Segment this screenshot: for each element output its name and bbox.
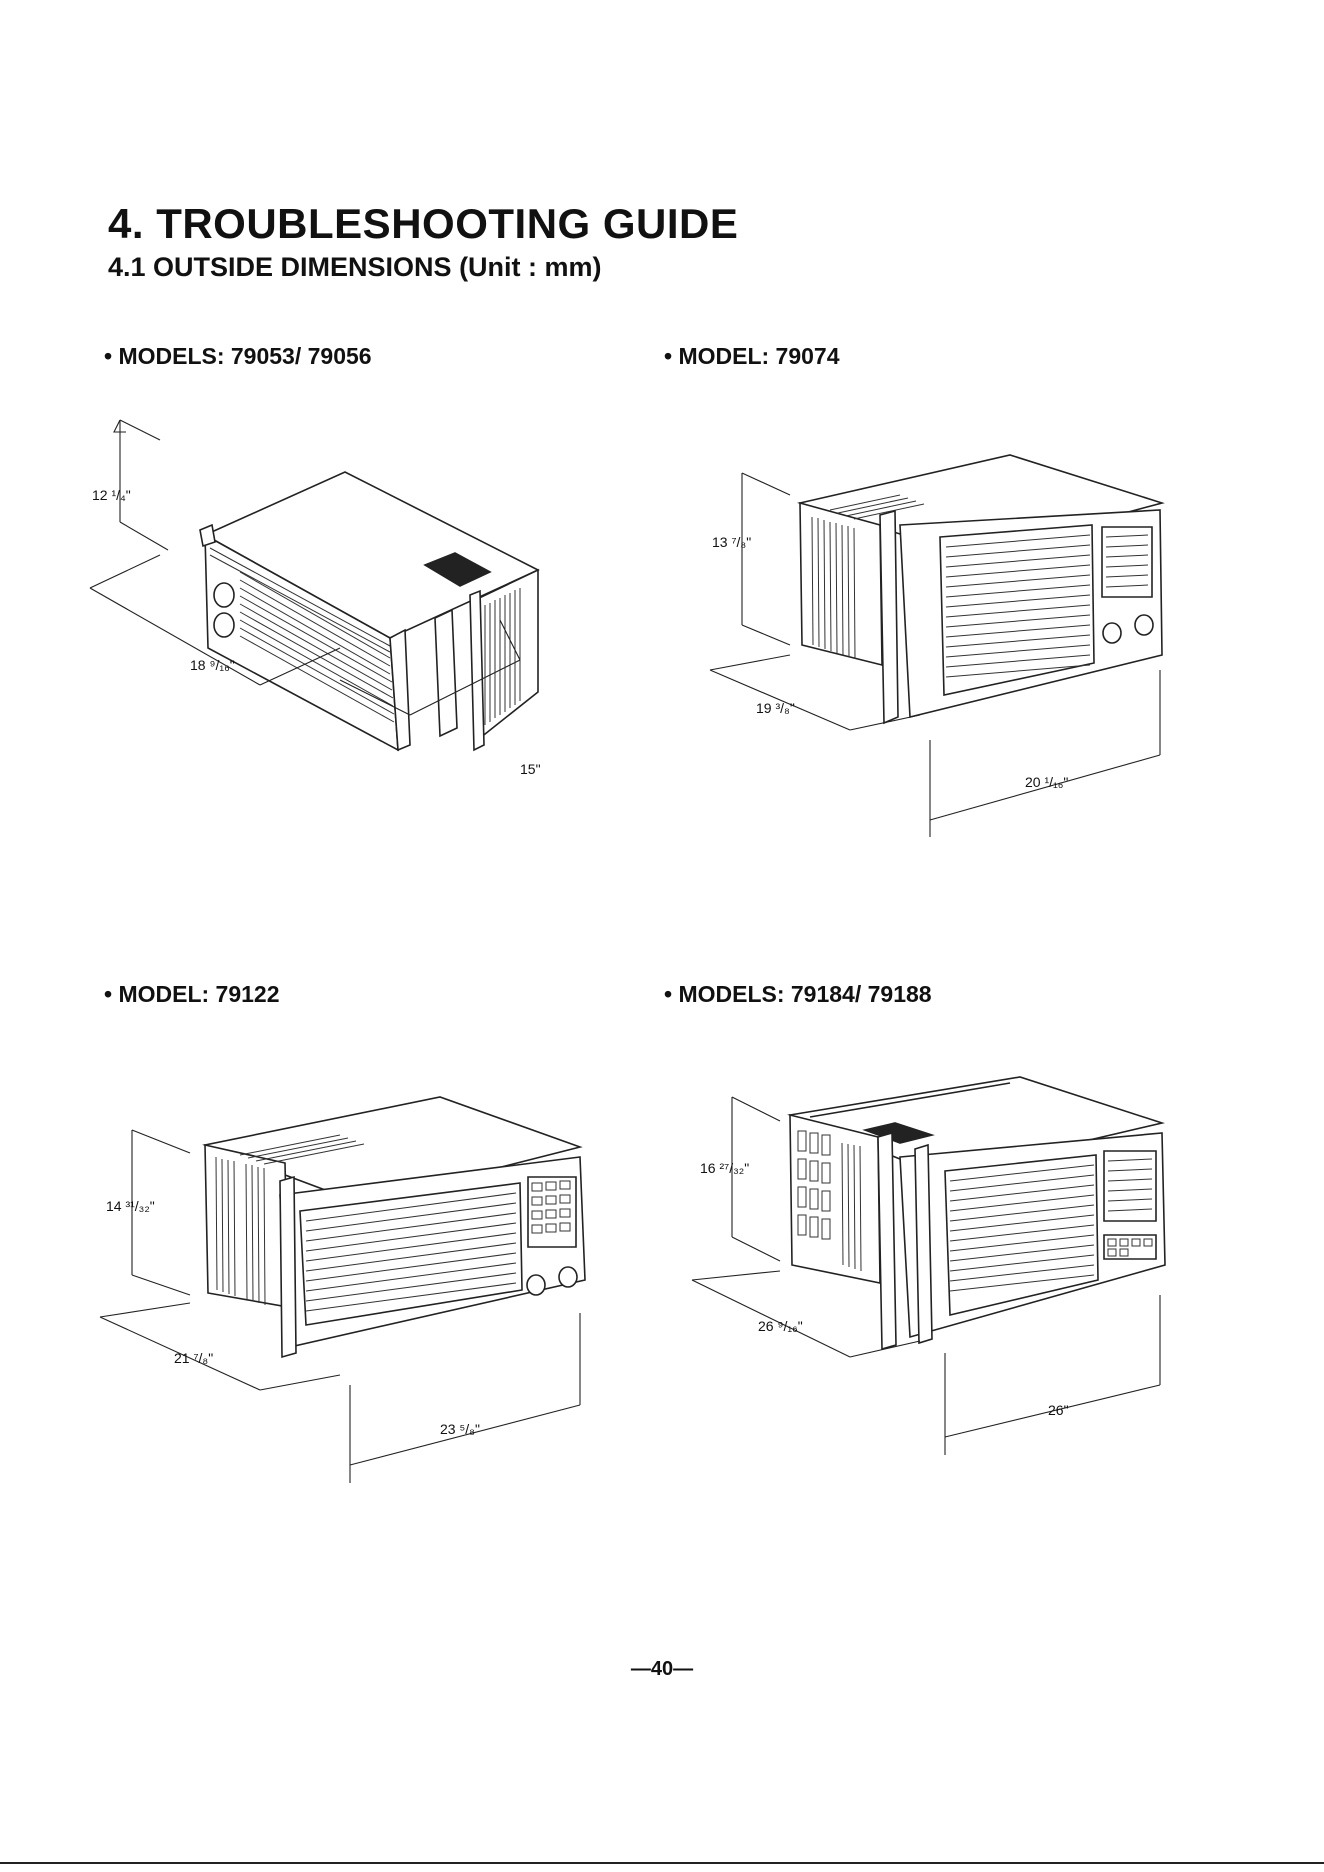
bottom-rule	[0, 1862, 1324, 1864]
width-dimension: 20 ¹/₁₆"	[1025, 774, 1068, 790]
depth-dimension: 21 ⁷/₈"	[174, 1350, 213, 1366]
height-dimension: 14 ³¹/₃₂"	[106, 1198, 155, 1214]
height-dimension: 12 ¹/₄"	[92, 487, 131, 503]
ac-unit-diagram-79053-79056: 12 ¹/₄" 18 ⁹/₁₆" 15"	[100, 460, 640, 830]
depth-dimension: 19 ³/₈"	[756, 700, 795, 716]
ac-unit-diagram-79184-79188: 16 ²⁷/₃₂" 26 ⁹/₁₆" 26"	[700, 1075, 1170, 1475]
depth-dimension: 18 ⁹/₁₆"	[190, 657, 235, 673]
page-number: —40—	[0, 1658, 1324, 1681]
width-dimension: 15"	[520, 761, 541, 777]
depth-dimension: 26 ⁹/₁₆"	[758, 1318, 803, 1334]
height-dimension: 16 ²⁷/₃₂"	[700, 1160, 749, 1176]
model-label-79122: • MODEL: 79122	[104, 981, 280, 1008]
section-title: 4. TROUBLESHOOTING GUIDE	[108, 200, 738, 248]
ac-unit-diagram-79122: 14 ³¹/₃₂" 21 ⁷/₈" 23 ⁵/₈"	[110, 1085, 610, 1485]
height-dimension: 13 ⁷/₈"	[712, 534, 751, 550]
model-label-79184-79188: • MODELS: 79184/ 79188	[664, 981, 932, 1008]
section-subtitle: 4.1 OUTSIDE DIMENSIONS (Unit : mm)	[108, 252, 602, 283]
ac-unit-diagram-79074: 13 ⁷/₈" 19 ³/₈" 20 ¹/₁₆"	[700, 455, 1170, 845]
model-label-79074: • MODEL: 79074	[664, 343, 840, 370]
model-label-79053-79056: • MODELS: 79053/ 79056	[104, 343, 372, 370]
width-dimension: 23 ⁵/₈"	[440, 1421, 480, 1437]
width-dimension: 26"	[1048, 1402, 1069, 1418]
